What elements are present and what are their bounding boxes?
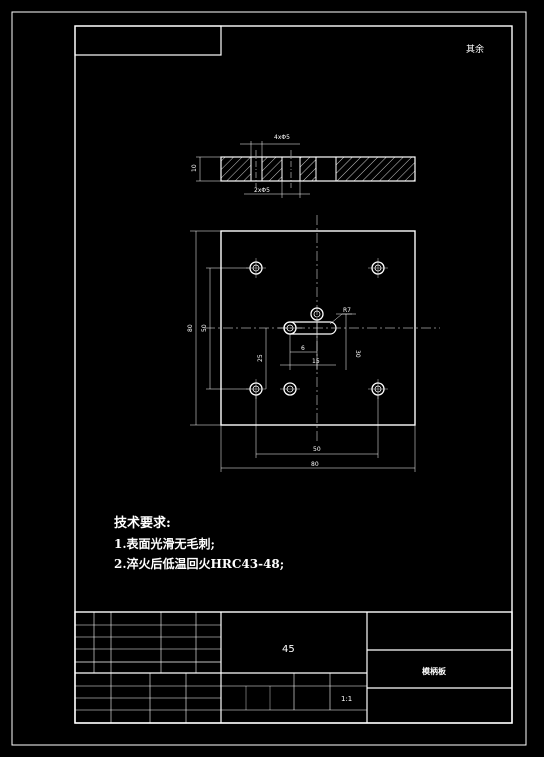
dim-inner-height: 50 — [201, 324, 208, 332]
plan-view — [190, 215, 440, 472]
dim-top-holes: 4xΦ5 — [274, 134, 290, 141]
dim-small-15: 15 — [312, 358, 320, 365]
top-left-box — [74, 25, 222, 56]
corner-mark: 其余 — [466, 43, 484, 55]
outer-border — [11, 11, 527, 746]
part-name: 模柄板 — [422, 666, 447, 676]
scale: 1:1 — [341, 695, 352, 703]
dim-offset-25: 25 — [257, 354, 264, 362]
dim-overall-height: 80 — [187, 324, 194, 332]
title-block — [74, 611, 513, 724]
dim-overall-width: 80 — [311, 461, 319, 468]
requirement-item: 2.淬火后低温回火HRC43-48; — [114, 557, 285, 571]
dim-small-30: 30 — [354, 350, 361, 358]
dim-inner-width: 50 — [313, 446, 321, 453]
dim-radius: R7 — [343, 307, 351, 314]
inner-frame — [74, 25, 513, 724]
pin-hole — [280, 382, 300, 396]
dim-small-6: 6 — [301, 345, 305, 352]
material: 45 — [282, 644, 295, 655]
dim-bottom-holes: 2xΦ5 — [254, 187, 270, 194]
corner-hole — [368, 258, 388, 278]
technical-requirements-title: 技术要求: — [114, 516, 171, 531]
dim-thickness: 10 — [191, 164, 198, 172]
section-view — [196, 141, 416, 198]
requirement-item: 1.表面光滑无毛刺; — [114, 537, 215, 551]
